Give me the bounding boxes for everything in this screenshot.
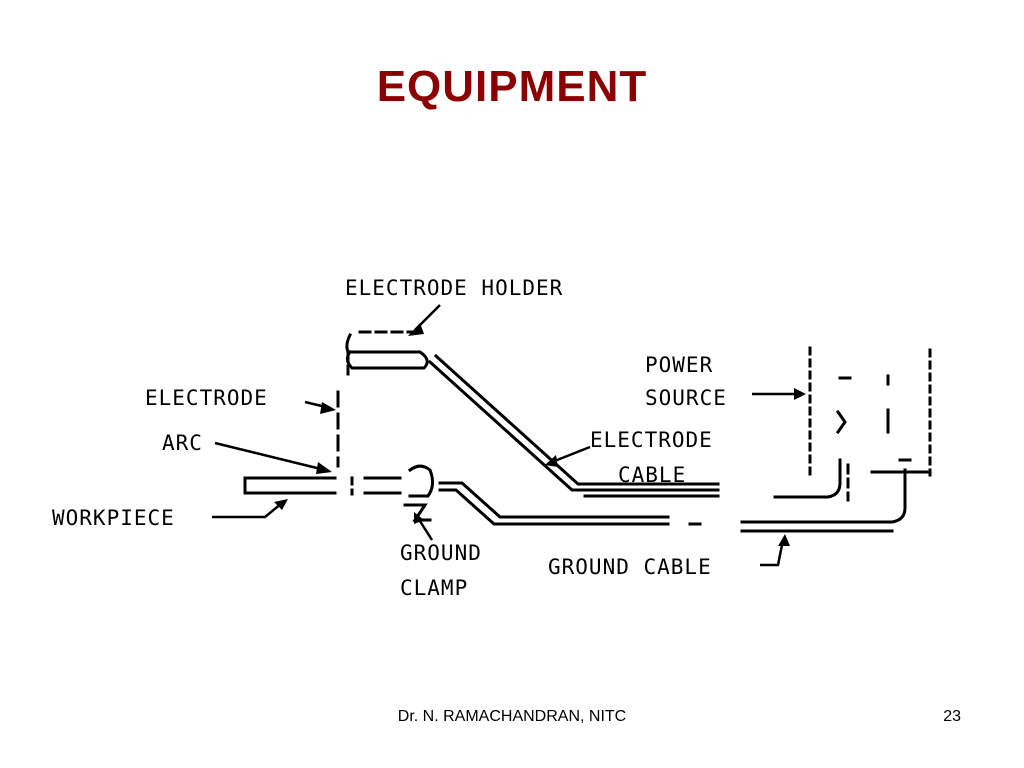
ground-clamp (403, 464, 435, 522)
label-power-source-2: SOURCE (645, 386, 727, 410)
page-number: 23 (943, 708, 961, 725)
label-electrode-cable-1: ELECTRODE (590, 428, 713, 452)
label-power-source-1: POWER (645, 353, 713, 377)
label-ground-cable: GROUND CABLE (548, 555, 712, 579)
arrowhead (274, 499, 288, 510)
arrowhead (794, 388, 806, 400)
label-workpiece: WORKPIECE (52, 506, 175, 530)
label-ground-clamp-1: GROUND (400, 541, 482, 565)
electrode-holder (345, 330, 429, 382)
arrowhead (778, 534, 790, 546)
workpiece (243, 476, 402, 496)
footer-author: Dr. N. RAMACHANDRAN, NITC (397, 708, 627, 725)
electrode-cable (427, 353, 850, 502)
workpiece-leader (212, 502, 283, 519)
slide-title: EQUIPMENT (376, 62, 648, 111)
label-electrode-holder: ELECTRODE HOLDER (345, 276, 563, 300)
arrowhead (316, 462, 332, 474)
label-electrode-cable-2: CABLE (618, 463, 686, 487)
arrowhead (545, 455, 558, 467)
arc-leader (214, 441, 326, 472)
ground-cable (438, 468, 907, 533)
label-arc: ARC (162, 431, 203, 455)
arrowhead (408, 323, 424, 336)
electrode-cable-leader (551, 445, 591, 464)
label-electrode: ELECTRODE (145, 386, 268, 410)
arrowhead (414, 512, 424, 524)
ground-cable-leader (760, 539, 785, 567)
power-source (808, 346, 932, 477)
label-ground-clamp-2: CLAMP (400, 576, 468, 600)
ground-clamp-leader (416, 517, 434, 541)
arrowhead (320, 402, 336, 414)
